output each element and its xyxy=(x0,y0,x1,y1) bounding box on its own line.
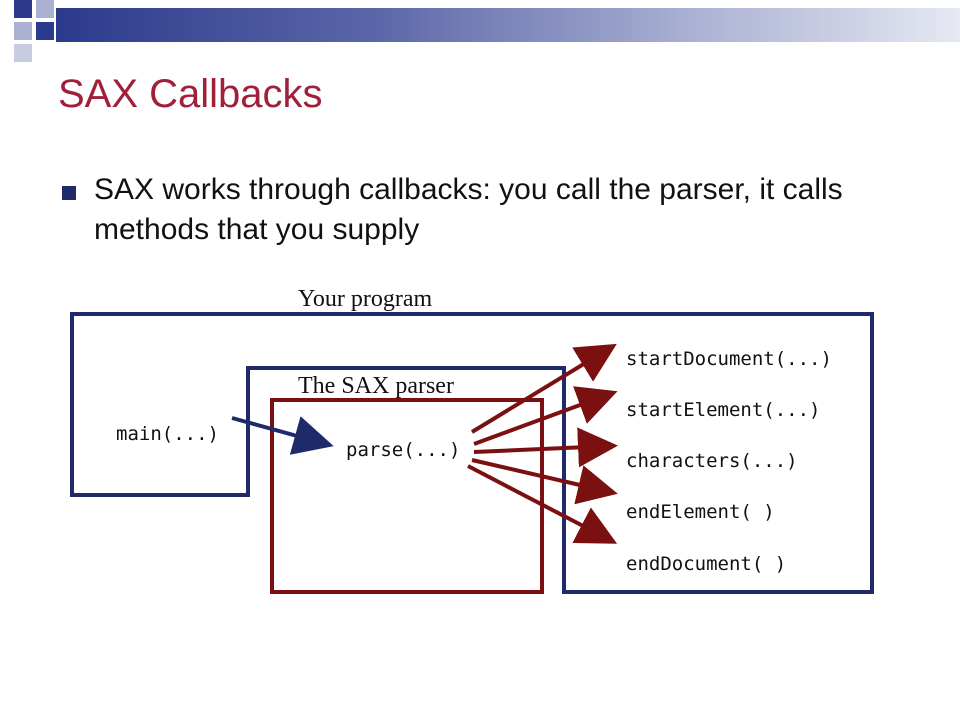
arrow-to-end-element xyxy=(471,458,618,505)
arrow-to-start-element xyxy=(473,386,618,446)
header-square-4 xyxy=(36,22,54,40)
callback-start-document: startDocument(...) xyxy=(626,348,832,370)
sax-parser-label: The SAX parser xyxy=(298,373,454,399)
header-square-1 xyxy=(14,0,32,18)
sax-parser-box xyxy=(270,398,544,594)
bullet-text: SAX works through callbacks: you call th… xyxy=(94,173,843,246)
your-program-label: Your program xyxy=(298,286,433,312)
arrow-main-to-parse xyxy=(231,416,334,455)
slide-title: SAX Callbacks xyxy=(58,72,323,116)
header-decoration-bar xyxy=(56,8,960,42)
bullet-marker xyxy=(62,186,76,200)
header-square-3 xyxy=(14,22,32,40)
arrow-to-end-document xyxy=(467,464,618,544)
parse-call-label: parse(...) xyxy=(346,439,460,461)
arrow-to-characters xyxy=(473,427,618,468)
callback-characters: characters(...) xyxy=(626,450,798,472)
main-call-label: main(...) xyxy=(116,423,219,445)
header-square-2 xyxy=(36,0,54,18)
callback-end-element: endElement( ) xyxy=(626,501,775,523)
callback-start-element: startElement(...) xyxy=(626,399,820,421)
callback-end-document: endDocument( ) xyxy=(626,553,786,575)
your-program-box xyxy=(70,312,874,594)
header-square-5 xyxy=(14,44,32,62)
arrow-to-start-document xyxy=(470,343,617,434)
